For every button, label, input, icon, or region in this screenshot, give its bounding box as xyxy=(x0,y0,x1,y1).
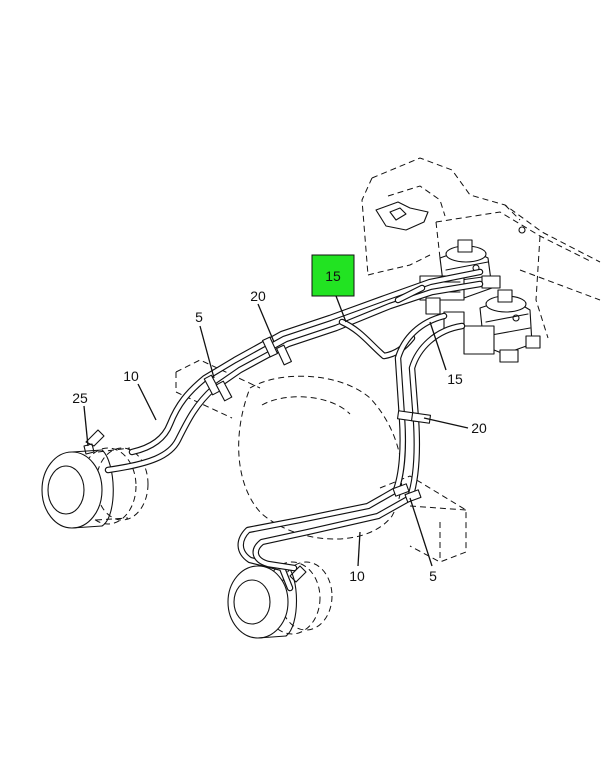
callout-label: 5 xyxy=(429,568,437,584)
callout-label: 20 xyxy=(471,420,487,436)
axle-housing xyxy=(175,359,467,563)
callout-labels: 15 20 5 10 25 15 20 10 5 xyxy=(72,254,487,584)
fitting-25 xyxy=(83,443,95,455)
hose-clamps xyxy=(203,336,432,503)
callout-label: 10 xyxy=(349,568,365,584)
left-brake-chamber xyxy=(41,429,149,529)
callout-label: 15 xyxy=(447,371,463,387)
highlighted-callout-box xyxy=(311,254,355,297)
callout-label: 25 xyxy=(72,390,88,406)
relay-valve-lower xyxy=(443,289,541,363)
leader-lines xyxy=(83,295,469,567)
callout-label: 20 xyxy=(250,288,266,304)
callout-label: 15 xyxy=(325,268,341,284)
callout-label: 10 xyxy=(123,368,139,384)
frame-crossmember xyxy=(361,157,601,339)
callout-label: 5 xyxy=(195,309,203,325)
right-brake-chamber xyxy=(227,561,333,639)
